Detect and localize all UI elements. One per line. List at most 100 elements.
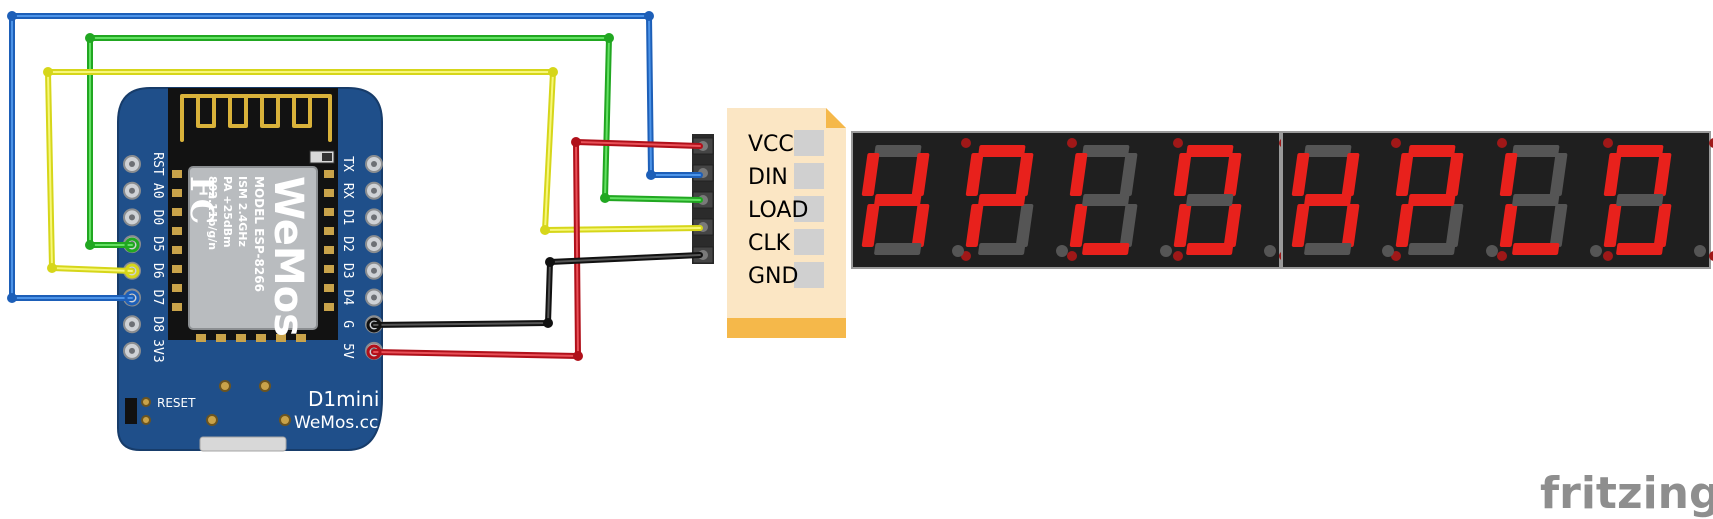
- segment: [1223, 153, 1242, 196]
- module-pad: [172, 208, 182, 216]
- wire-bend[interactable]: [47, 263, 57, 273]
- header-pin-hole: [129, 321, 135, 328]
- fcc-logo: FC: [183, 176, 221, 224]
- wire-bend[interactable]: [43, 67, 53, 77]
- digit: [1069, 145, 1172, 257]
- pin-label: D2: [340, 236, 355, 252]
- segment: [1173, 153, 1192, 196]
- module-pad: [324, 284, 334, 292]
- segment: [861, 153, 880, 196]
- decimal-point: [1056, 245, 1068, 257]
- pin-label: D5: [150, 236, 165, 252]
- segment: [1069, 153, 1088, 196]
- module-pad: [236, 334, 246, 342]
- indicator-dot: [1391, 251, 1401, 261]
- wire-bend[interactable]: [540, 225, 550, 235]
- indicator-dot: [961, 138, 971, 148]
- segment: [1499, 153, 1518, 196]
- segment: [911, 204, 930, 247]
- segment: [1304, 194, 1352, 206]
- segment: [965, 153, 984, 196]
- wire-black-highlight: [373, 254, 701, 326]
- indicator-dot: [1067, 138, 1077, 148]
- segment: [1512, 145, 1560, 157]
- wire-end[interactable]: [124, 237, 140, 253]
- segment: [1223, 204, 1242, 247]
- decimal-point: [1160, 245, 1172, 257]
- wire-bend[interactable]: [644, 11, 654, 21]
- header-pin-hole: [371, 214, 377, 221]
- module-pad: [324, 265, 334, 273]
- digit: [1291, 145, 1394, 257]
- decimal-point: [1382, 245, 1394, 257]
- reset-pad: [141, 397, 151, 407]
- wire-end[interactable]: [124, 263, 140, 279]
- wire-end[interactable]: [124, 290, 140, 306]
- wire-bend[interactable]: [548, 67, 558, 77]
- reset-button[interactable]: [125, 398, 137, 424]
- segment: [1173, 204, 1192, 247]
- wire-bend[interactable]: [543, 318, 553, 328]
- module-pad: [324, 208, 334, 216]
- pin-label: D7: [150, 290, 165, 306]
- connector-label-mask: [748, 262, 794, 288]
- wire-bend[interactable]: [604, 33, 614, 43]
- segment: [874, 194, 922, 206]
- wire-bend[interactable]: [85, 240, 95, 250]
- segment: [1082, 145, 1130, 157]
- indicator-dot: [1709, 251, 1713, 261]
- segment: [874, 145, 922, 157]
- segment: [1119, 204, 1138, 247]
- pin-label: RST: [150, 152, 165, 176]
- pin-label: 5V: [340, 343, 355, 359]
- pin-label: D3: [340, 263, 355, 279]
- wire-bend[interactable]: [545, 257, 555, 267]
- connector-pin-label: DIN: [748, 165, 788, 190]
- header-pin-hole: [371, 267, 377, 274]
- pin-label: TX: [340, 156, 355, 172]
- segment: [1186, 243, 1234, 255]
- header-pin-hole: [129, 187, 135, 194]
- segment: [1653, 153, 1672, 196]
- wire-bend-points: [7, 11, 656, 361]
- wire-bend[interactable]: [85, 33, 95, 43]
- wire-bend[interactable]: [7, 293, 17, 303]
- decimal-point: [1590, 245, 1602, 257]
- segment: [1408, 145, 1456, 157]
- wire-bend[interactable]: [646, 170, 656, 180]
- wire-bend[interactable]: [571, 137, 581, 147]
- wire-bend[interactable]: [573, 351, 583, 361]
- module-line-1: MODEL ESP-8266: [252, 176, 266, 292]
- decimal-point: [1264, 245, 1276, 257]
- module-pad: [172, 284, 182, 292]
- decimal-point: [952, 245, 964, 257]
- indicator-dot: [1067, 251, 1077, 261]
- segment: [1341, 204, 1360, 247]
- header-pin-hole: [129, 347, 135, 354]
- antenna-trace: [180, 94, 332, 142]
- module-pad: [172, 170, 182, 178]
- indicator-dot: [1603, 251, 1613, 261]
- segment: [1119, 153, 1138, 196]
- segment: [1616, 243, 1664, 255]
- board-site: WeMos.cc: [294, 413, 378, 433]
- pin-label: D4: [340, 290, 355, 306]
- wire-end[interactable]: [366, 317, 382, 333]
- segment: [1616, 194, 1664, 206]
- wire-end[interactable]: [366, 344, 382, 360]
- module-text: WeMos MODEL ESP-8266 ISM 2.4GHz PA +25dB…: [183, 176, 311, 337]
- segment: [1499, 204, 1518, 247]
- module-pad: [324, 170, 334, 178]
- pin-label: G: [340, 320, 355, 328]
- header-pin-hole: [371, 161, 377, 167]
- header-pin-hole: [129, 214, 135, 221]
- wires: [7, 11, 703, 361]
- wire-red-highlight: [373, 141, 701, 357]
- wire-green-highlight: [89, 37, 701, 246]
- usb-connector: [199, 436, 287, 452]
- segment: [1603, 204, 1622, 247]
- wire-bend[interactable]: [7, 11, 17, 21]
- wire-bend[interactable]: [600, 193, 610, 203]
